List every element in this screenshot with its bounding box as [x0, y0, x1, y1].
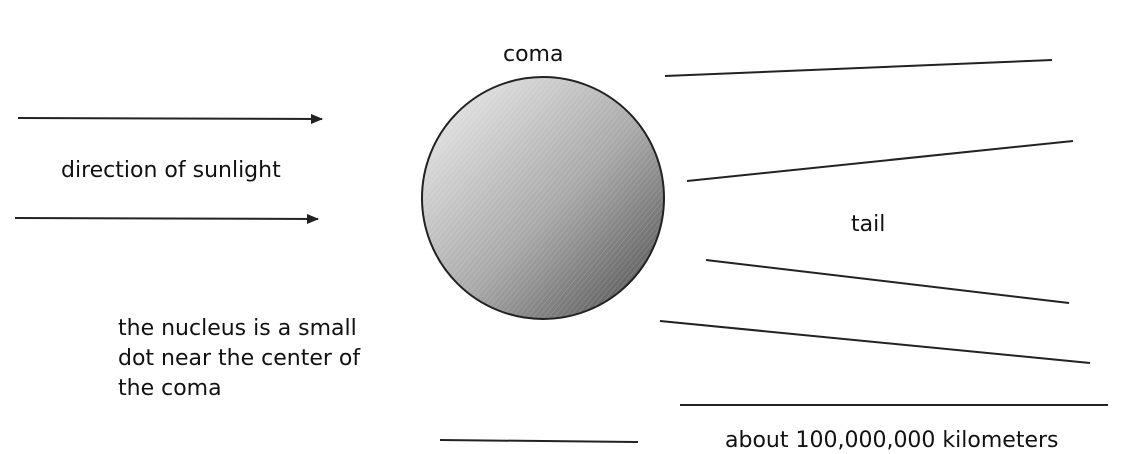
- nucleus-label-line-2: dot near the center of: [118, 346, 361, 371]
- tail-line-1: [664, 59, 1053, 77]
- coma-circle: [421, 76, 665, 320]
- tail-line-3: [705, 259, 1070, 304]
- sunlight-label: direction of sunlight: [61, 158, 281, 183]
- tail-label: tail: [851, 212, 886, 237]
- nucleus-label-line-3: the coma: [118, 376, 222, 401]
- coma-label: coma: [503, 42, 564, 67]
- sunlight-arrow-bottom: [14, 213, 319, 224]
- sunlight-arrow-top: [17, 113, 323, 124]
- distance-label: about 100,000,000 kilometers: [725, 428, 1059, 453]
- tail-line-2: [686, 140, 1074, 182]
- tail-line-4: [659, 320, 1091, 364]
- nucleus-label: the nucleus is a small dot near the cent…: [118, 314, 408, 404]
- nucleus-pointer-line: [439, 439, 639, 443]
- nucleus-label-line-1: the nucleus is a small: [118, 316, 357, 341]
